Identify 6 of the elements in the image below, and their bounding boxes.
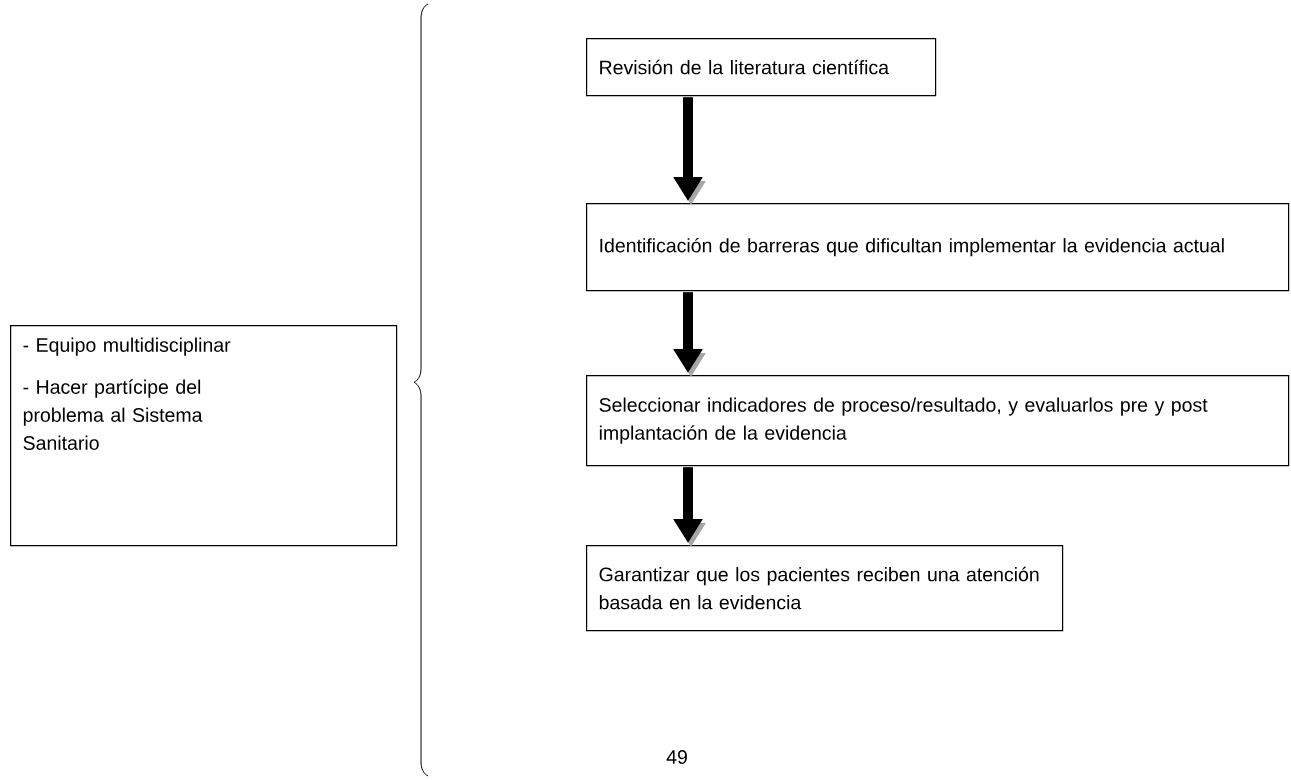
process-box: Garantizar que los pacientes reciben una atención basada en la evidencia bbox=[586, 545, 1064, 632]
page-number: 49 bbox=[666, 750, 687, 764]
process-box: - Equipo multidisciplinar - Hacer partícipe del problema al Sistema Sanitario bbox=[10, 325, 398, 547]
process-box: Revisión de la literatura científica bbox=[586, 38, 937, 97]
process-box: Seleccionar indicadores de proceso/resultado, y evaluarlos pre y post implantación de la evidencia bbox=[586, 375, 1290, 467]
process-box: Identificación de barreras que dificultan implementar la evidencia actual bbox=[586, 203, 1290, 292]
